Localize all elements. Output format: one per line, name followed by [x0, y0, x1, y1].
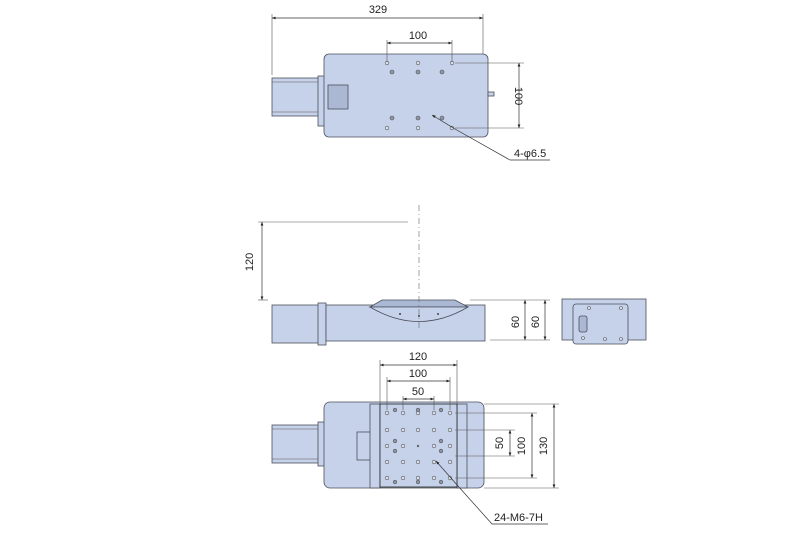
motor [271, 77, 325, 117]
hole [400, 475, 406, 481]
dim-label-60-b: 60 [530, 316, 542, 328]
motor [271, 304, 321, 344]
motor-flange [317, 302, 327, 346]
motor-plate [572, 303, 629, 345]
rail-left [369, 403, 381, 489]
threaded-hole [438, 448, 444, 454]
hole [384, 475, 390, 481]
hole [384, 125, 390, 131]
dim-label-100-y: 100 [512, 87, 524, 105]
dim-label-100-height: 100 [516, 437, 528, 455]
hole [415, 60, 421, 66]
shaft-end [487, 91, 495, 97]
threaded-hole [392, 479, 398, 485]
hole [400, 410, 406, 416]
threaded-hole [438, 407, 444, 413]
end-view [561, 298, 647, 345]
hole [447, 475, 453, 481]
threaded-hole [415, 479, 421, 485]
rail-right [456, 403, 468, 489]
dim-label-50-width: 50 [412, 386, 424, 398]
hole [431, 459, 437, 465]
hole [431, 443, 437, 449]
dim-label-120-height: 120 [244, 253, 256, 271]
threaded-hole [389, 115, 395, 121]
bottom-view: 120 100 50 50 100 130 24-M6-7H [271, 351, 559, 525]
dim-label-50-height: 50 [494, 437, 506, 449]
hole [400, 443, 406, 449]
threaded-hole [439, 69, 445, 75]
dim-label-60-a: 60 [510, 316, 522, 328]
threaded-hole [392, 438, 398, 444]
dim-label-329: 329 [369, 4, 387, 16]
mounting-holes [384, 60, 455, 131]
thread-callout: 24-M6-7H [494, 512, 543, 524]
hole [400, 459, 406, 465]
hole [447, 443, 453, 449]
hole [384, 410, 390, 416]
stage-body [323, 53, 489, 138]
leader-line [435, 460, 548, 525]
hole [384, 427, 390, 433]
hole [415, 125, 421, 131]
hole [384, 459, 390, 465]
top-view: 329 100 100 4-φ6.5 [271, 4, 550, 161]
side-view: 120 60 60 [244, 205, 550, 346]
threaded-hole [392, 448, 398, 454]
leader-line [431, 114, 511, 161]
hole [447, 410, 453, 416]
threaded-hole [392, 407, 398, 413]
hole [415, 459, 421, 465]
threaded-hole [415, 115, 421, 121]
hole [415, 475, 421, 481]
hole [400, 427, 406, 433]
center-mark [416, 444, 420, 448]
connector [578, 315, 588, 333]
dim-label-100-width: 100 [409, 368, 427, 380]
hole [431, 410, 437, 416]
threaded-hole [389, 69, 395, 75]
motor [271, 424, 323, 464]
hole-callout: 4-φ6.5 [514, 148, 546, 160]
hole [415, 427, 421, 433]
dim-label-130-height: 130 [538, 437, 550, 455]
hole [384, 443, 390, 449]
hole [447, 427, 453, 433]
hole [447, 459, 453, 465]
dim-label-100-x: 100 [409, 30, 427, 42]
threaded-hole [438, 438, 444, 444]
hole [431, 427, 437, 433]
hole [431, 475, 437, 481]
threaded-hole [438, 479, 444, 485]
threaded-hole [415, 407, 421, 413]
dim-label-120-width: 120 [409, 351, 427, 363]
threaded-holes [384, 407, 453, 485]
threaded-hole [439, 115, 445, 121]
threaded-hole [415, 69, 421, 75]
knob [327, 84, 349, 110]
